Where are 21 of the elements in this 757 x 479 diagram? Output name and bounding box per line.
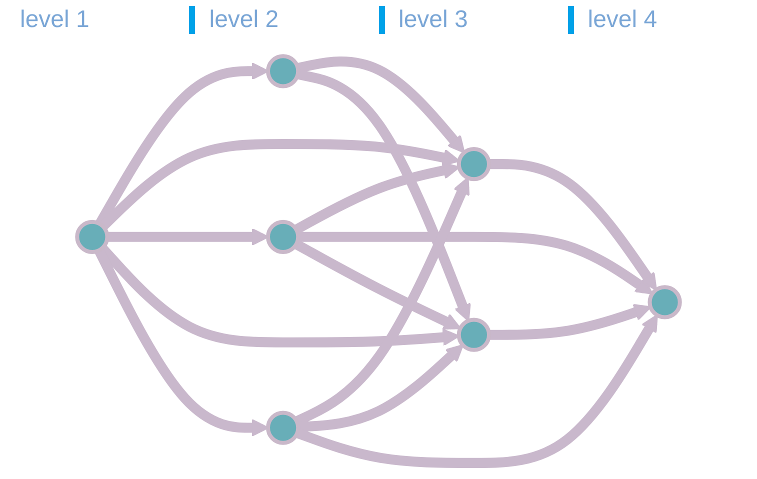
level-label: level 3 xyxy=(378,6,568,34)
arrow xyxy=(298,344,464,432)
arrow xyxy=(294,162,460,234)
arrow xyxy=(107,228,269,246)
node-circle xyxy=(648,285,682,320)
arrow xyxy=(296,56,466,154)
arrow xyxy=(294,240,462,330)
arrow xyxy=(489,159,658,291)
arrow xyxy=(296,69,471,322)
node-circle xyxy=(456,146,492,182)
node-circle xyxy=(75,220,110,254)
node-circle xyxy=(266,410,300,445)
arrow xyxy=(298,232,654,294)
arrow xyxy=(295,314,658,468)
level-label: level 4 xyxy=(568,6,757,34)
level-label: level 1 xyxy=(19,6,90,34)
level-label: level 2 xyxy=(189,6,378,34)
node-circle xyxy=(266,54,300,88)
node-circle xyxy=(456,318,492,352)
arrow xyxy=(489,304,652,340)
node-circle xyxy=(266,220,300,254)
